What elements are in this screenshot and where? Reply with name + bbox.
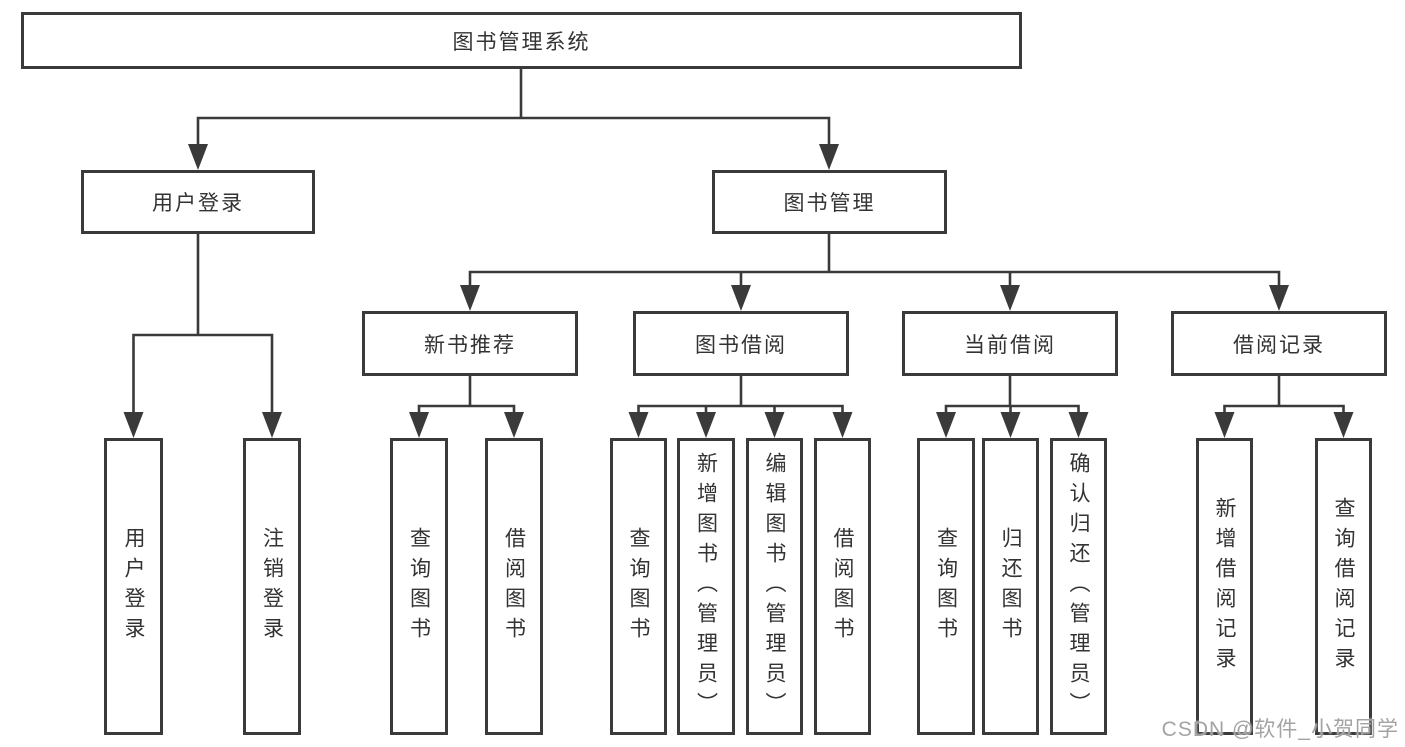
leaf-add-borrow-record-label: 新增借阅记录 <box>1213 496 1236 677</box>
leaf-edit-books-admin-label: 编辑图书（管理员） <box>763 451 786 722</box>
connector-level2-to-leaves <box>409 374 1354 438</box>
leaf-return-books: 归还图书 <box>982 438 1039 735</box>
arrowhead-down-icon <box>460 285 1289 311</box>
node-user-login: 用户登录 <box>81 170 315 234</box>
leaf-query-books-recommend-label: 查询图书 <box>407 526 431 647</box>
leaf-add-books-admin: 新增图书（管理员） <box>677 438 735 735</box>
node-root-label: 图书管理系统 <box>452 30 591 54</box>
leaf-edit-books-admin: 编辑图书（管理员） <box>746 438 803 735</box>
leaf-borrow-books-borrowing-label: 借阅图书 <box>831 526 854 647</box>
leaf-user-login: 用户登录 <box>104 438 163 735</box>
node-book-borrowing: 图书借阅 <box>633 311 849 376</box>
node-user-login-label: 用户登录 <box>152 192 244 215</box>
leaf-add-borrow-record: 新增借阅记录 <box>1196 438 1253 735</box>
leaf-query-books-borrowing: 查询图书 <box>610 438 667 735</box>
leaf-user-login-label: 用户登录 <box>122 526 145 647</box>
connector-book-management-to-level2 <box>460 231 1289 311</box>
node-new-book-recommendation-label: 新书推荐 <box>424 333 516 357</box>
arrowhead-down-icon <box>123 412 282 438</box>
node-new-book-recommendation: 新书推荐 <box>362 311 578 376</box>
node-book-management-label: 图书管理 <box>783 192 876 215</box>
leaf-return-books-label: 归还图书 <box>999 526 1022 647</box>
watermark-text: CSDN @软件_小贺同学 <box>1161 718 1399 741</box>
leaf-query-books-borrowing-label: 查询图书 <box>627 526 650 647</box>
node-root: 图书管理系统 <box>21 12 1022 69</box>
leaf-query-borrow-record-label: 查询借阅记录 <box>1332 496 1355 677</box>
arrowhead-down-icon <box>409 412 1354 438</box>
node-current-borrowing-label: 当前借阅 <box>964 333 1056 357</box>
node-book-management: 图书管理 <box>712 170 947 234</box>
node-current-borrowing: 当前借阅 <box>902 311 1118 376</box>
connector-user-login-to-leaves <box>123 231 282 438</box>
leaf-confirm-return-admin: 确认归还（管理员） <box>1050 438 1107 735</box>
leaf-query-borrow-record: 查询借阅记录 <box>1315 438 1372 735</box>
node-borrowing-records-label: 借阅记录 <box>1233 333 1325 357</box>
node-borrowing-records: 借阅记录 <box>1171 311 1387 376</box>
leaf-borrow-books-borrowing: 借阅图书 <box>814 438 871 735</box>
leaf-query-books-recommend: 查询图书 <box>390 438 448 735</box>
leaf-logout-label: 注销登录 <box>260 526 284 647</box>
arrowhead-down-icon <box>188 144 839 170</box>
leaf-query-books-current: 查询图书 <box>917 438 975 735</box>
connector-root-to-level1 <box>188 66 839 170</box>
leaf-query-books-current-label: 查询图书 <box>934 526 958 647</box>
node-book-borrowing-label: 图书借阅 <box>695 333 787 357</box>
leaf-borrow-books-recommend: 借阅图书 <box>485 438 543 735</box>
leaf-add-books-admin-label: 新增图书（管理员） <box>694 451 718 722</box>
leaf-borrow-books-recommend-label: 借阅图书 <box>502 526 526 647</box>
leaf-confirm-return-admin-label: 确认归还（管理员） <box>1067 451 1090 722</box>
leaf-logout: 注销登录 <box>243 438 301 735</box>
